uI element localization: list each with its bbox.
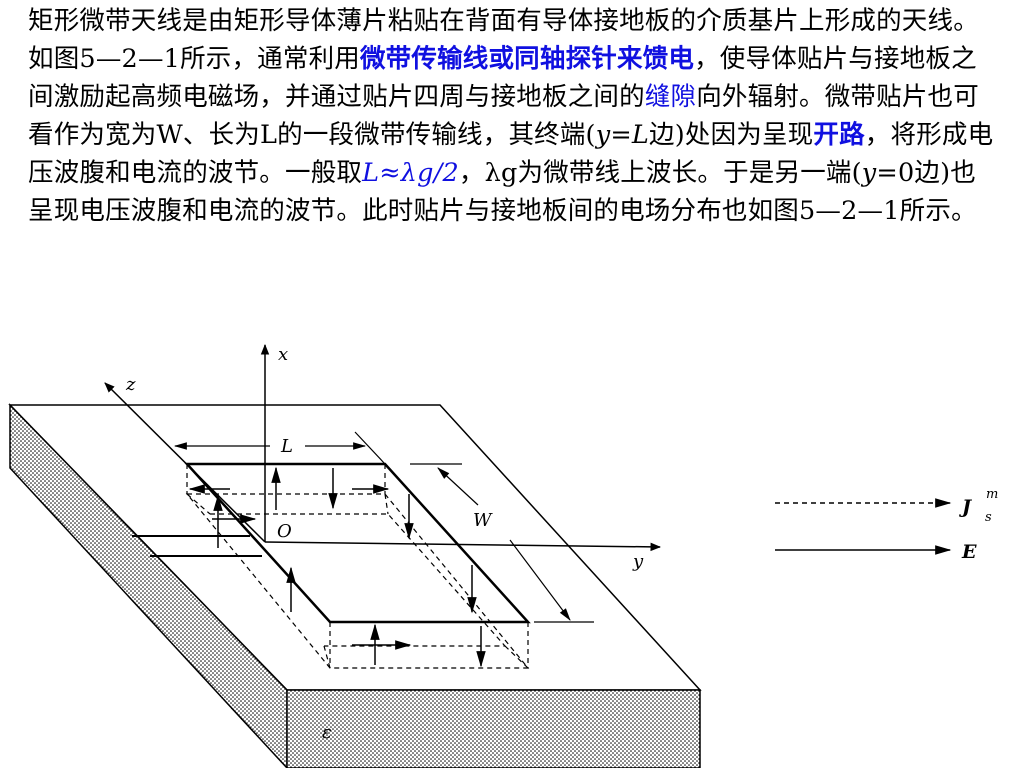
- z-axis-label: z: [125, 374, 136, 395]
- description-paragraph: 矩形微带天线是由矩形导体薄片粘贴在背面有导体接地板的介质基片上形成的天线。如图5…: [28, 2, 998, 230]
- feed-method-highlight: 微带传输线或同轴探针来馈电: [359, 44, 695, 74]
- substrate-left-face: [9, 403, 288, 768]
- L-variable: L: [631, 120, 650, 150]
- text-segment: =0边)也呈现电压波腹和电流的波节。此时贴片与接地板间的电场分布也如图5—2—1…: [28, 158, 977, 226]
- substrate-block: [8, 403, 702, 768]
- magnetic-current-arrows: [188, 484, 412, 650]
- open-circuit-highlight: 开路: [813, 120, 865, 150]
- patch: [184, 462, 531, 669]
- legend-sup-m: m: [986, 487, 998, 502]
- text-segment: ，使导体贴片与接地板之间激励起高频电磁场，并通过贴片四周与接地板之间的: [28, 44, 977, 112]
- legend: J m s E: [775, 487, 998, 563]
- microstrip-antenna-figure: x z y O: [8, 343, 998, 768]
- length-dimension: [173, 431, 386, 465]
- text-segment: 边)处因为呈现: [649, 120, 814, 150]
- feed-line: [132, 535, 262, 557]
- width-label: W: [473, 510, 493, 531]
- permittivity-label: ε: [322, 722, 332, 743]
- origin-label: O: [277, 521, 292, 542]
- y-variable: y: [595, 120, 611, 150]
- patch-inner-dashed: [210, 513, 507, 647]
- text-segment: ，将形成电压波腹和电流的波节。一般取: [28, 120, 994, 188]
- z-axis: [104, 382, 266, 543]
- substrate-front-face: [286, 689, 701, 768]
- y-axis: [264, 541, 662, 552]
- text-segment: 向外辐射。微带贴片也可看作为宽为W、长为L的一段微带传输线，其终端(: [28, 82, 979, 150]
- x-axis-label: x: [278, 344, 288, 365]
- text-segment: ，λg为微带线上波长。于是另一端(: [458, 158, 862, 188]
- slot-highlight: 缝隙: [644, 82, 697, 112]
- e-field-arrows: [213, 466, 486, 668]
- y-variable: y: [861, 158, 877, 188]
- legend-e-field-label: E: [961, 541, 977, 563]
- length-label: L: [280, 436, 293, 457]
- width-dimension: [410, 463, 594, 623]
- length-formula: L≈λg/2: [362, 158, 459, 188]
- legend-magnetic-current-label: J: [959, 496, 973, 518]
- text-segment: 矩形微带天线是由矩形导体薄片粘贴在背面有导体接地板的介质基片上形成的天线。如图5…: [28, 6, 979, 74]
- y-axis-label: y: [632, 551, 644, 572]
- legend-sub-s: s: [985, 510, 992, 525]
- equals-sign: =: [610, 120, 632, 150]
